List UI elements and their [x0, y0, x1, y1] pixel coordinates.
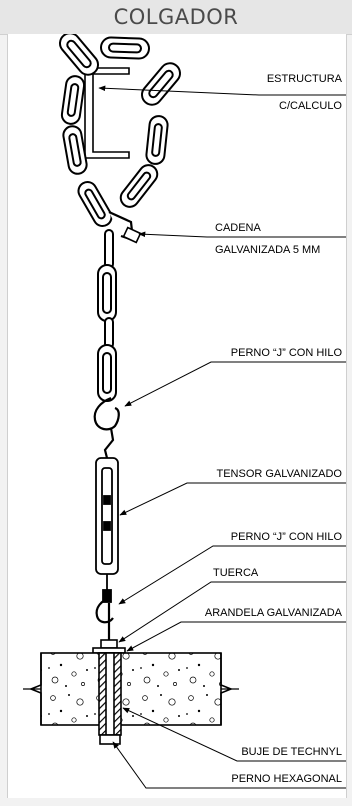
- leader-cadena: [138, 231, 346, 238]
- leader-tensor: [119, 482, 346, 516]
- drawing-area: ESTRUCTURA C/CALCULO CADENA GALVANIZADA …: [7, 34, 347, 798]
- leader-perno-hex: [112, 741, 346, 789]
- label-estructura-1: ESTRUCTURA: [267, 73, 343, 85]
- chain-loop: [59, 34, 181, 244]
- hanger-diagram: ESTRUCTURA C/CALCULO CADENA GALVANIZADA …: [23, 34, 346, 789]
- hex-bolt-head: [99, 734, 121, 745]
- title-bar: COLGADOR: [0, 0, 352, 35]
- nut-and-washer: [92, 639, 126, 654]
- leader-tuerca: [118, 581, 346, 643]
- leader-perno-j-1: [124, 361, 346, 407]
- j-hook-upper: [93, 396, 120, 459]
- c-channel-structure: [84, 67, 130, 159]
- label-cadena-2: GALVANIZADA 5 MM: [215, 244, 320, 256]
- label-tuerca: TUERCA: [213, 567, 259, 579]
- leader-buje: [122, 707, 346, 762]
- label-tensor: TENSOR GALVANIZADO: [216, 468, 342, 480]
- technyl-bushing: [98, 652, 122, 736]
- label-perno-j-1: PERNO “J” CON HILO: [231, 347, 343, 359]
- leader-lines: [98, 85, 346, 789]
- tensor-turnbuckle: [95, 457, 119, 603]
- label-perno-hex: PERNO HEXAGONAL: [231, 773, 342, 785]
- label-arandela: ARANDELA GALVANIZADA: [205, 607, 343, 619]
- leader-perno-j-2: [118, 545, 346, 605]
- diagram-title: COLGADOR: [113, 5, 239, 29]
- vertical-chain: [97, 229, 117, 402]
- label-group: ESTRUCTURA C/CALCULO CADENA GALVANIZADA …: [205, 73, 343, 785]
- leader-arandela: [126, 621, 346, 652]
- leader-estructura: [98, 85, 346, 96]
- label-buje: BUJE DE TECHNYL: [241, 746, 342, 758]
- concrete-slab: [23, 652, 239, 726]
- label-perno-j-2: PERNO “J” CON HILO: [231, 531, 343, 543]
- label-cadena-1: CADENA: [215, 222, 262, 234]
- label-estructura-2: C/CALCULO: [279, 100, 342, 112]
